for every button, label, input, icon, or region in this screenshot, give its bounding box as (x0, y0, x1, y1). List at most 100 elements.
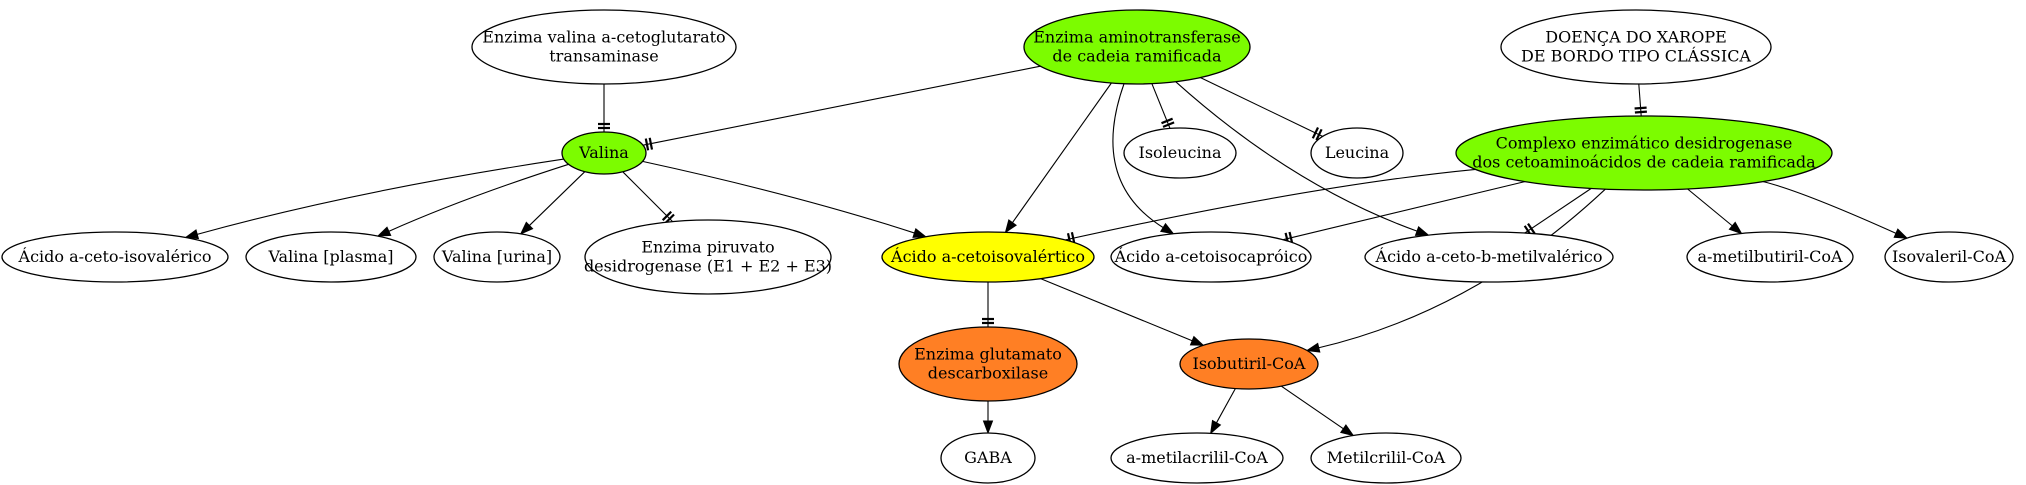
edge-glutamato-to-gaba (982, 401, 994, 435)
edge-valina-to-piruvato (622, 171, 675, 224)
edge-line (1317, 188, 1606, 349)
node-label: Enzima glutamato (914, 345, 1062, 364)
node-label: Complexo enzimático desidrogenase (1496, 134, 1793, 153)
node-label: GABA (964, 448, 1012, 467)
node-label: Enzima valina a-cetoglutarato (482, 28, 725, 47)
node-ellipse (1179, 338, 1319, 390)
node-label: Isoleucina (1139, 143, 1222, 162)
edge-enzima-amino-to-valina (642, 65, 1041, 151)
edge-cetoisovalertico-to-glutamato (982, 282, 994, 327)
node-metilcrilil: Metilcrilil-CoA (1310, 432, 1462, 484)
node-isobutiril: Isobutiril-CoA (1179, 338, 1319, 390)
node-label: descarboxilase (928, 364, 1048, 383)
tee-bar (1315, 128, 1323, 141)
node-leucina: Leucina (1310, 127, 1404, 179)
arrow-head (1189, 335, 1205, 346)
node-label: Ácido a-ceto-isovalérico (18, 246, 212, 266)
edge-line (642, 160, 916, 234)
tee-bar (1162, 121, 1175, 128)
node-label: Ácido a-ceto-b-metilvalérico (1375, 246, 1603, 266)
node-ellipse (1310, 432, 1462, 484)
edge-valina-to-acido-isovalerico (184, 158, 564, 240)
edge-line (1065, 168, 1476, 241)
arrow-head (1893, 228, 1909, 239)
edge-valina-to-valina-plasma (376, 163, 569, 237)
arrow-head (1305, 342, 1321, 353)
node-ellipse (245, 231, 417, 283)
node-ellipse (1500, 9, 1772, 85)
node-ellipse (881, 231, 1095, 283)
node-label: Enzima aminotransferase (1033, 28, 1240, 47)
node-ellipse (471, 9, 737, 85)
edge-line (1040, 278, 1194, 342)
node-isovaleril: Isovaleril-CoA (1884, 231, 2014, 283)
node-metilbutiril: a-metilbutiril-CoA (1686, 231, 1854, 283)
node-valina-urina: Valina [urina] (433, 231, 561, 283)
node-gaba: GABA (940, 432, 1036, 484)
node-isoleucina: Isoleucina (1123, 127, 1237, 179)
node-ellipse (1310, 127, 1404, 179)
edge-doenca-to-complexo (1634, 83, 1647, 117)
node-cetoisocaproico: Ácido a-cetoisocapróico (1110, 231, 1312, 283)
node-label: Isovaleril-CoA (1892, 247, 2006, 266)
arrow-head (1210, 419, 1222, 435)
edge-isobutiril-to-metilcrilil (1280, 385, 1355, 437)
edge-enzima-amino-to-leucina (1200, 77, 1323, 141)
node-ellipse (1, 231, 229, 283)
tee-bar (1527, 222, 1536, 235)
edge-line (1524, 188, 1592, 234)
edge-line (1200, 77, 1323, 137)
edge-line (1112, 83, 1165, 229)
arrow-head (1004, 219, 1017, 234)
node-cetoisovalertico: Ácido a-cetoisovalértico (881, 231, 1095, 283)
edge-line (1762, 181, 1898, 235)
arrow-head (1339, 424, 1355, 437)
edge-line (642, 65, 1041, 146)
node-label: Valina (578, 143, 629, 162)
node-label: Valina [urina] (441, 247, 552, 266)
edge-line (196, 158, 564, 236)
node-ellipse (584, 219, 832, 295)
node-label: transaminase (549, 47, 658, 66)
edge-line (1280, 385, 1345, 430)
node-label: dos cetoaminoácidos de cadeia ramificada (1472, 153, 1816, 172)
node-ellipse (1123, 127, 1237, 179)
node-label: Ácido a-cetoisovalértico (890, 246, 1085, 266)
arrow-head (1414, 226, 1430, 236)
node-label: de cadeia ramificada (1052, 47, 1222, 66)
node-label: a-metilbutiril-CoA (1697, 247, 1843, 266)
edge-line (622, 171, 673, 222)
node-ellipse (1455, 115, 1833, 191)
node-ellipse (1686, 231, 1854, 283)
tee-bar (661, 210, 672, 221)
edge-line (387, 163, 569, 233)
edge-isobutiril-to-metilacrilil (1210, 388, 1236, 435)
edge-enzima-amino-to-cetoisovalertico (1004, 82, 1112, 234)
arrow-head (1728, 221, 1743, 235)
edge-enzima-valina-to-valina (598, 84, 610, 132)
node-label: Ácido a-cetoisocapróico (1114, 246, 1308, 266)
edge-line (528, 171, 586, 227)
arrow-head (519, 221, 534, 235)
edge-line (1215, 388, 1236, 424)
edge-line (1687, 188, 1734, 227)
node-metilacrilil: a-metilacrilil-CoA (1110, 432, 1284, 484)
tee-bar (1634, 106, 1647, 110)
edge-complexo-to-isobutiril (1305, 188, 1606, 353)
node-label: DOENÇA DO XAROPE (1545, 28, 1727, 47)
node-metilvalerico: Ácido a-ceto-b-metilvalérico (1364, 231, 1614, 283)
node-label: Enzima piruvato (641, 238, 774, 257)
node-ellipse (1110, 231, 1312, 283)
node-layer: Enzima valina a-cetoglutaratotransaminas… (1, 9, 2014, 484)
edge-cetoisovalertico-to-isobutiril (1040, 278, 1205, 346)
edge-valina-to-valina-urina (519, 171, 586, 235)
edge-line (1638, 83, 1642, 117)
node-label: Leucina (1325, 143, 1390, 162)
node-ellipse (1023, 9, 1251, 85)
node-ellipse (898, 326, 1078, 402)
edge-complexo-to-metilvalerico (1523, 188, 1592, 237)
edge-enzima-amino-to-cetoisocaproico (1112, 83, 1175, 235)
node-label: Valina [plasma] (267, 247, 393, 266)
